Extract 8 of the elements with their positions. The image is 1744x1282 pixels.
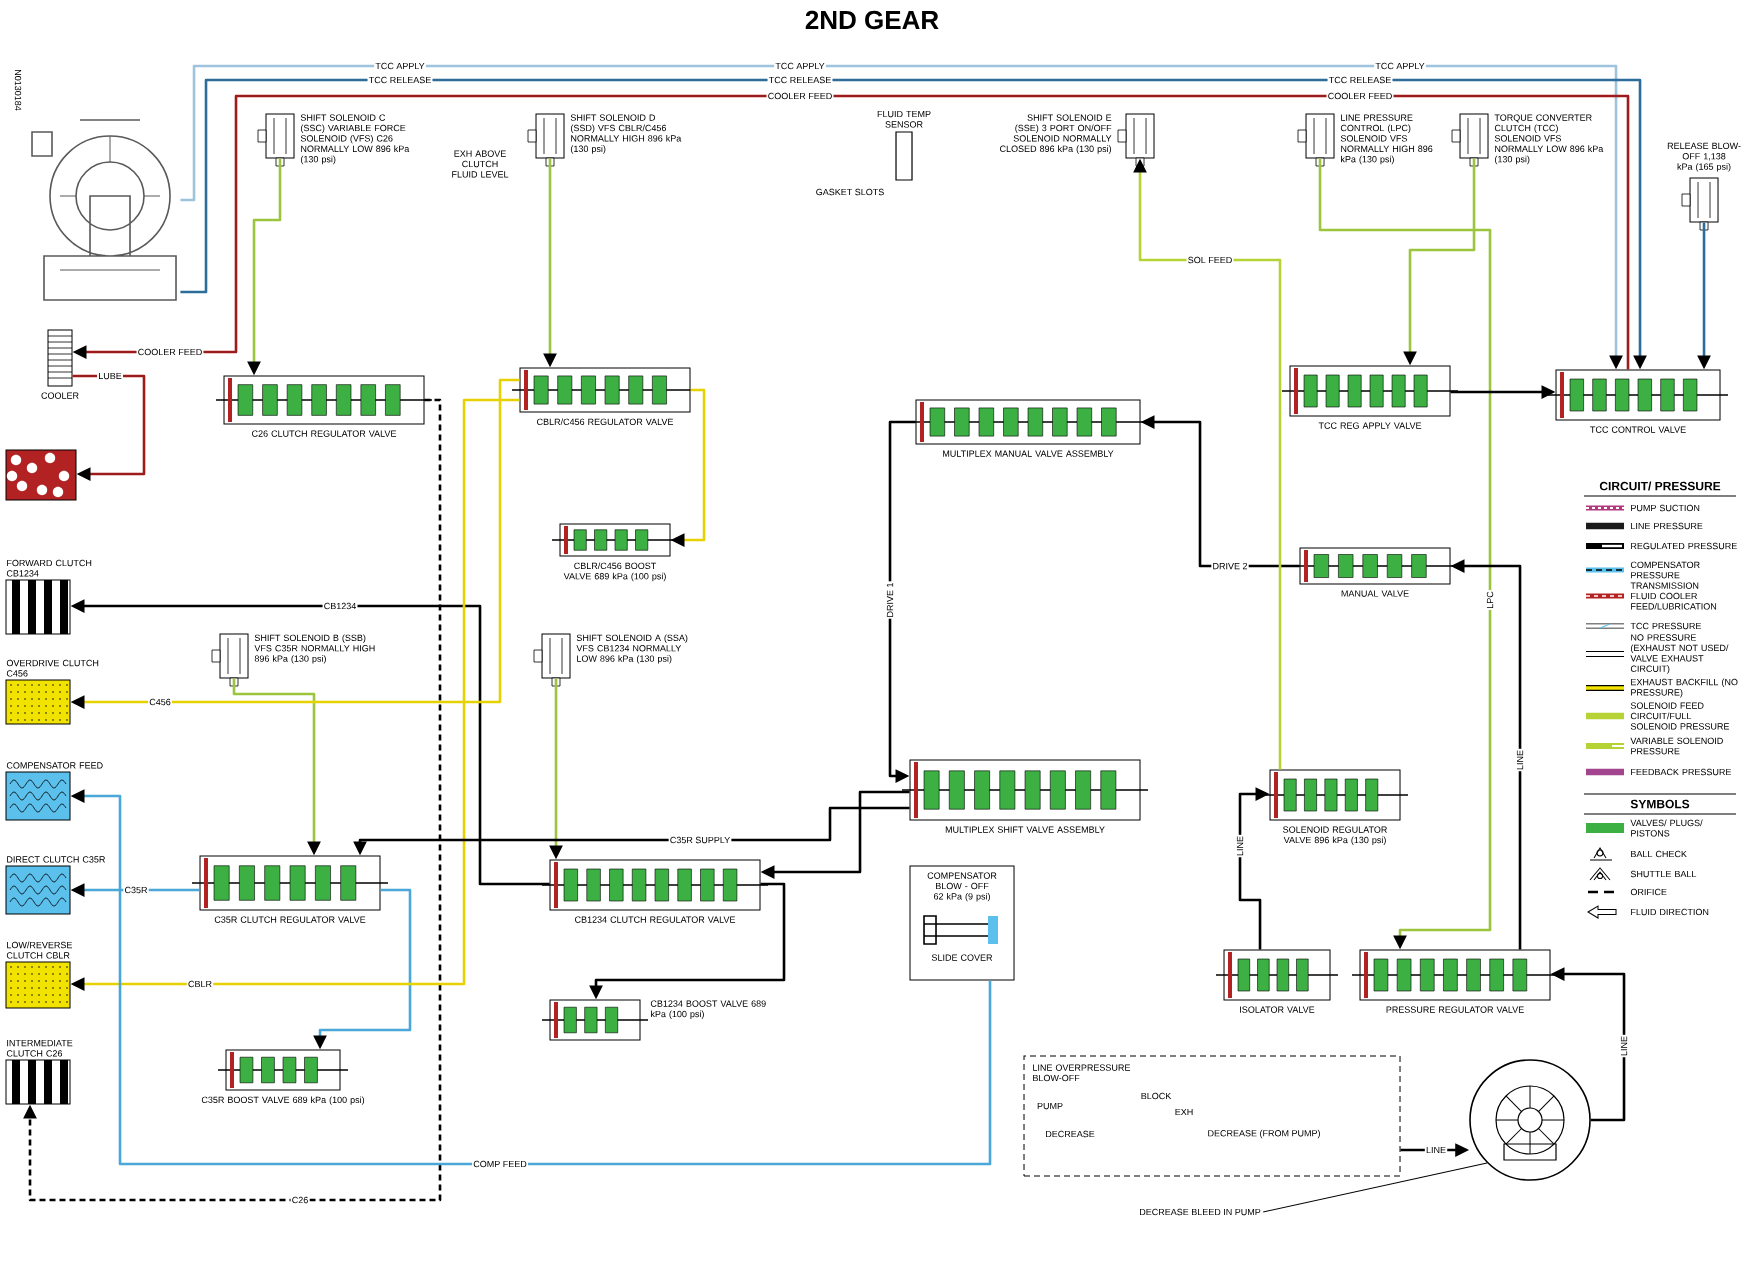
hydraulic-line bbox=[888, 420, 916, 783]
leader-line bbox=[1262, 1162, 1488, 1213]
torque-converter-drawing bbox=[31, 119, 177, 301]
hydraulic-line bbox=[23, 398, 442, 1202]
title: 2ND GEAR bbox=[805, 10, 939, 30]
pump-drawing bbox=[1469, 1059, 1591, 1181]
lube-block bbox=[5, 449, 77, 501]
hydraulic-line bbox=[72, 374, 146, 481]
